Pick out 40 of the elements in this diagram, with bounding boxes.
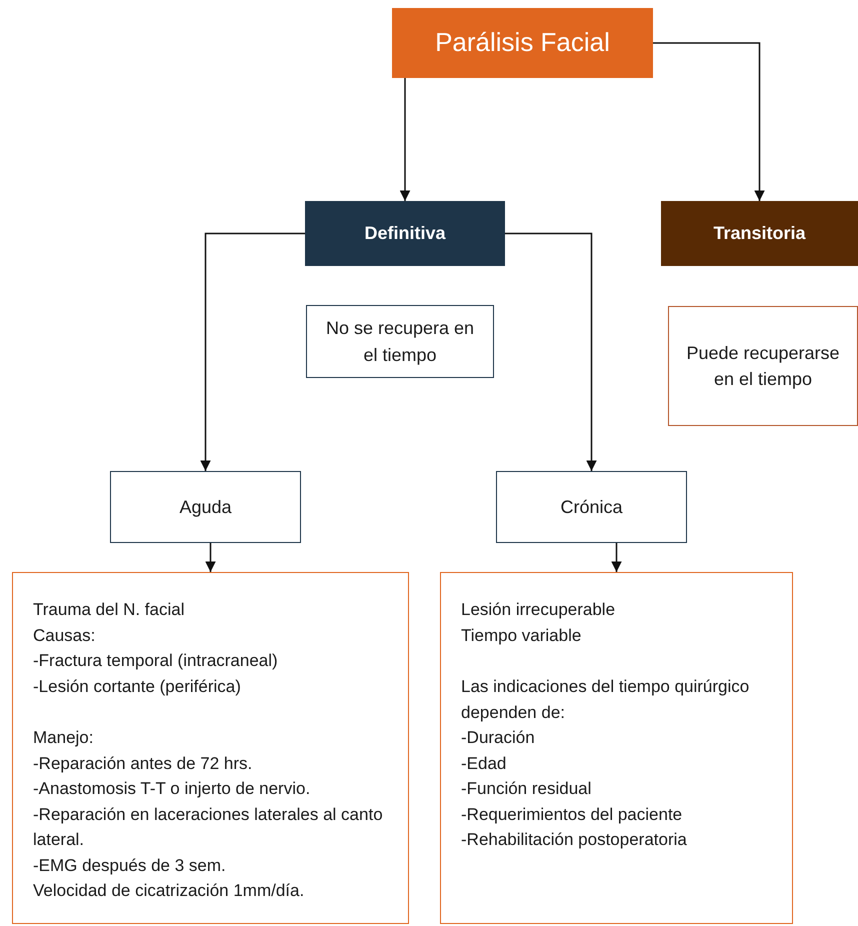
box-label: Parálisis Facial (435, 26, 610, 60)
box-label: Puede recuperarse en el tiempo (685, 342, 841, 391)
process-box (306, 305, 494, 378)
text-line: -Lesión cortante (periférica) (33, 676, 242, 698)
arrow (200, 232, 305, 471)
process-box (392, 8, 653, 78)
process-box (668, 306, 858, 426)
text-line: -Función residual (461, 778, 592, 800)
arrow (653, 42, 765, 201)
box-label: Transitoria (713, 222, 806, 246)
text-line: -Reparación en laceraciones laterales al canto lateral. (33, 804, 384, 851)
text-line: -Reparación antes de 72 hrs. (33, 752, 254, 774)
text-panel (440, 572, 793, 924)
process-box (305, 201, 505, 266)
process-box (110, 471, 301, 543)
text-line: -Anastomosis T-T o injerto de nervio. (33, 778, 312, 800)
text-line: Lesión irrecuperable (461, 599, 616, 621)
arrow (505, 232, 597, 471)
box-label: Aguda (179, 496, 232, 519)
process-box (496, 471, 687, 543)
text-line: -Fractura temporal (intracraneal) (33, 650, 279, 672)
text-line: -Rehabilitación postoperatoria (461, 829, 688, 851)
text-line: Causas: (33, 624, 96, 646)
box-label: No se recupera en el tiempo (324, 317, 476, 367)
arrow (400, 78, 410, 201)
text-panel (12, 572, 409, 924)
text-line: Manejo: (33, 727, 94, 749)
arrow (611, 543, 622, 572)
box-label: Definitiva (364, 222, 446, 246)
text-line: -Edad (461, 752, 508, 774)
text-line: -Duración (461, 727, 536, 749)
text-line: Las indicaciones del tiempo quirúrgico dependen de: (461, 676, 750, 724)
text-line: Velocidad de cicatrización 1mm/día. (33, 880, 306, 902)
text-line: Tiempo variable (461, 624, 582, 646)
text-line: -EMG después de 3 sem. (33, 854, 227, 876)
process-box (661, 201, 858, 266)
box-label: Crónica (560, 496, 623, 519)
text-line: Trauma del N. facial (33, 599, 186, 621)
arrow (205, 543, 216, 572)
text-line: -Requerimientos del paciente (461, 804, 684, 826)
